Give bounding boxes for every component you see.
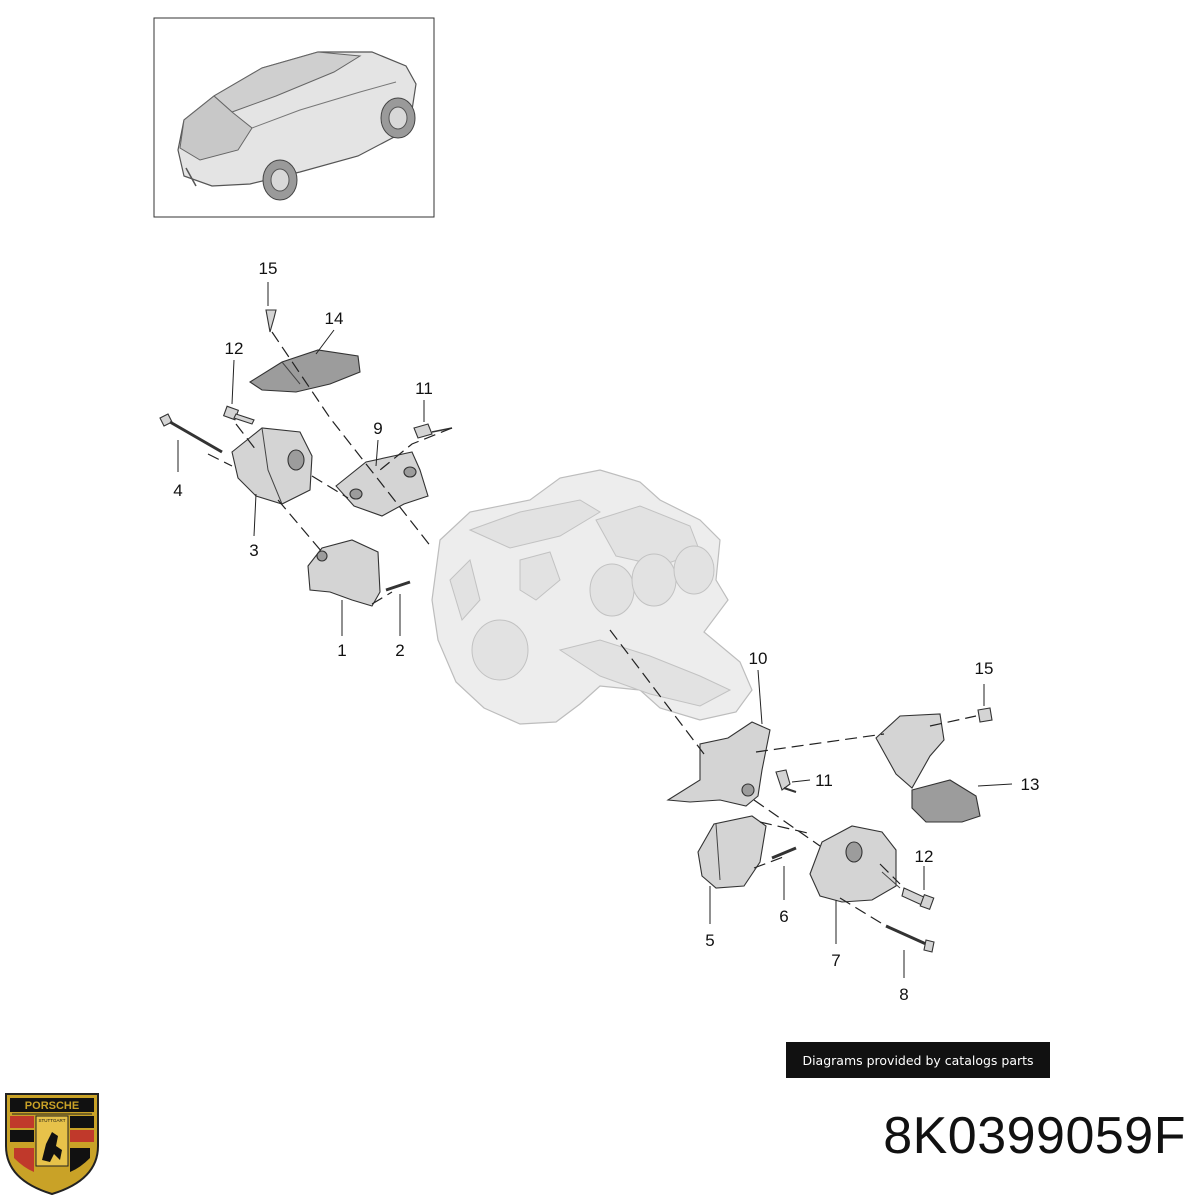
callout-7: 7 xyxy=(831,951,840,970)
part-5-bracket xyxy=(697,815,767,889)
callout-1: 1 xyxy=(337,641,346,660)
part-10-bracket xyxy=(666,721,771,807)
logo-wordmark: PORSCHE xyxy=(25,1100,79,1112)
callout-11-lower: 11 xyxy=(815,771,833,790)
porsche-crest-icon: PORSCHE STUTTGART xyxy=(5,1093,99,1196)
callout-13: 13 xyxy=(1021,775,1040,794)
car-icon xyxy=(177,51,417,201)
part-12-bolt-upper xyxy=(222,405,255,425)
part-3-engine-mount xyxy=(231,427,313,505)
part-15-bolt-upper xyxy=(265,309,277,333)
credit-text: Diagrams provided by catalogs parts xyxy=(802,1052,1034,1068)
part-14-heat-shield xyxy=(248,349,361,393)
callout-10: 10 xyxy=(749,649,768,668)
part-4-long-bolt xyxy=(159,413,223,454)
part-6-bolt xyxy=(771,846,797,860)
callout-8: 8 xyxy=(899,985,908,1004)
assembly-lines xyxy=(207,331,977,927)
callout-12-lower: 12 xyxy=(915,847,934,866)
callout-2: 2 xyxy=(395,641,404,660)
callout-3: 3 xyxy=(249,541,258,560)
callout-5: 5 xyxy=(705,931,714,950)
callout-9: 9 xyxy=(373,419,382,438)
callout-12-upper: 12 xyxy=(225,339,244,358)
callout-15-lower: 15 xyxy=(975,659,994,678)
part-15-bolt-lower xyxy=(977,707,993,723)
callout-labels: 15 14 12 11 9 4 3 1 2 10 15 11 13 12 5 6… xyxy=(173,259,1039,1004)
part-11-bolt-upper xyxy=(413,423,453,439)
credit-banner: Diagrams provided by catalogs parts xyxy=(786,1042,1050,1078)
part-12-bolt-lower xyxy=(901,887,935,911)
part-2-bolt xyxy=(385,580,411,592)
callout-11-upper: 11 xyxy=(415,379,433,398)
callout-4: 4 xyxy=(173,481,182,500)
part-number: 8K0399059F xyxy=(883,1107,1186,1165)
part-7-engine-mount xyxy=(809,825,901,903)
leader-lines xyxy=(177,282,1013,978)
engine-block xyxy=(431,469,753,725)
callout-14: 14 xyxy=(325,309,344,328)
part-1-bracket-lower xyxy=(307,539,381,607)
callout-6: 6 xyxy=(779,907,788,926)
part-13-heat-shield xyxy=(875,713,981,823)
part-8-long-bolt xyxy=(885,924,935,953)
logo-subtext: STUTTGART xyxy=(39,1118,66,1123)
part-11-bolt-lower xyxy=(775,769,797,793)
callout-15-upper: 15 xyxy=(259,259,278,278)
vehicle-inset xyxy=(153,17,435,218)
